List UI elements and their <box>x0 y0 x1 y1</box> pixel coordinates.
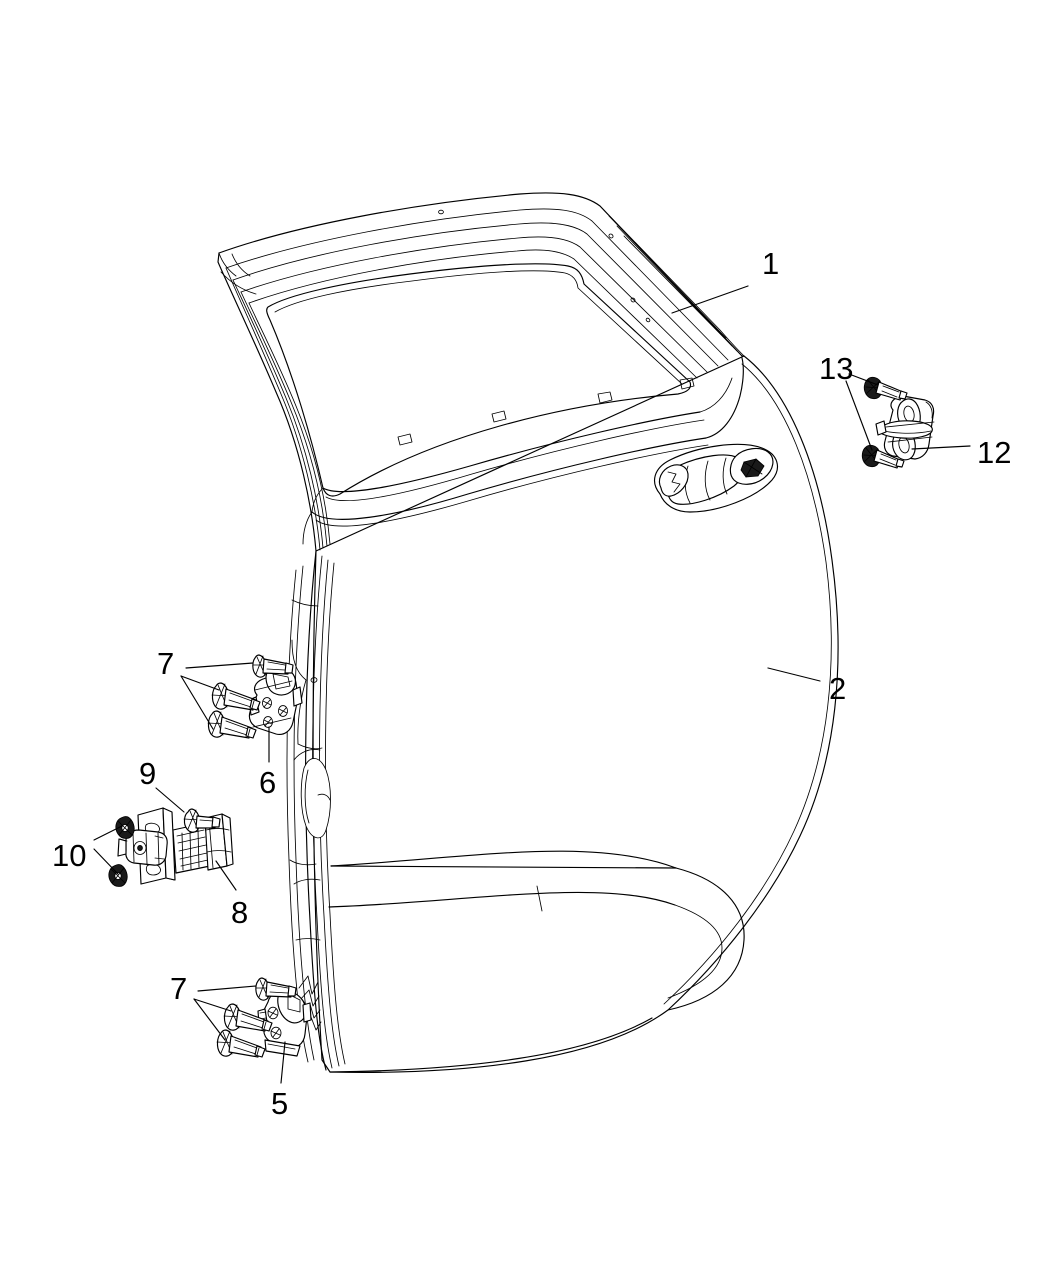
door-window-frame <box>217 192 745 552</box>
callout-label-13: 13 <box>819 351 854 386</box>
leader-12 <box>911 445 971 450</box>
upper-hinge-group <box>207 654 303 739</box>
hinge-upper-6 <box>248 666 303 736</box>
leader-10a <box>93 825 123 841</box>
leader-13b <box>845 380 873 451</box>
leader-7a <box>185 662 254 669</box>
callout-label-1: 1 <box>762 246 780 281</box>
leader-5 <box>280 1041 286 1084</box>
check-nut-upper-10 <box>115 816 135 839</box>
callout-label-8: 8 <box>231 895 249 930</box>
leader-7c <box>180 675 214 730</box>
callout-label-5: 5 <box>271 1086 289 1121</box>
callout-label-12: 12 <box>977 435 1012 470</box>
door-assembly <box>217 192 839 1073</box>
leader-10b <box>93 848 119 875</box>
leader-7d <box>197 985 257 992</box>
leader-2 <box>767 667 821 682</box>
callout-label-7-upper: 7 <box>157 646 175 681</box>
lower-hinge-group <box>216 977 312 1058</box>
leader-7f <box>193 998 226 1041</box>
leader-9 <box>155 787 185 813</box>
hinge-bolt-7c <box>207 710 257 739</box>
striker-group <box>861 376 935 469</box>
leader-lines <box>93 285 971 1084</box>
callout-label-2: 2 <box>829 671 847 706</box>
hinge-bolt-7f <box>216 1029 266 1058</box>
door-outer-panel <box>312 355 839 1073</box>
hinge-bolt-7a <box>252 654 294 678</box>
striker-bolt-upper-13 <box>863 376 908 401</box>
leader-7e <box>193 998 232 1012</box>
outside-door-handle <box>653 443 779 513</box>
latch-striker-12 <box>875 395 935 461</box>
check-bracket <box>117 807 176 885</box>
check-bolt-9 <box>183 808 221 833</box>
callout-label-10: 10 <box>52 838 87 873</box>
hinge-lower-5 <box>257 989 312 1057</box>
callout-label-6: 6 <box>259 765 277 800</box>
leader-7b <box>180 675 220 691</box>
callout-label-7-lower: 7 <box>170 971 188 1006</box>
hinge-bolt-7b <box>211 682 261 711</box>
leader-13a <box>848 373 879 386</box>
hinge-bolt-7d <box>255 977 297 1001</box>
callout-label-9: 9 <box>139 756 157 791</box>
striker-bolt-lower-13 <box>861 444 905 469</box>
door-check-group <box>108 807 234 887</box>
leader-8 <box>215 860 237 891</box>
leader-1 <box>671 285 749 314</box>
